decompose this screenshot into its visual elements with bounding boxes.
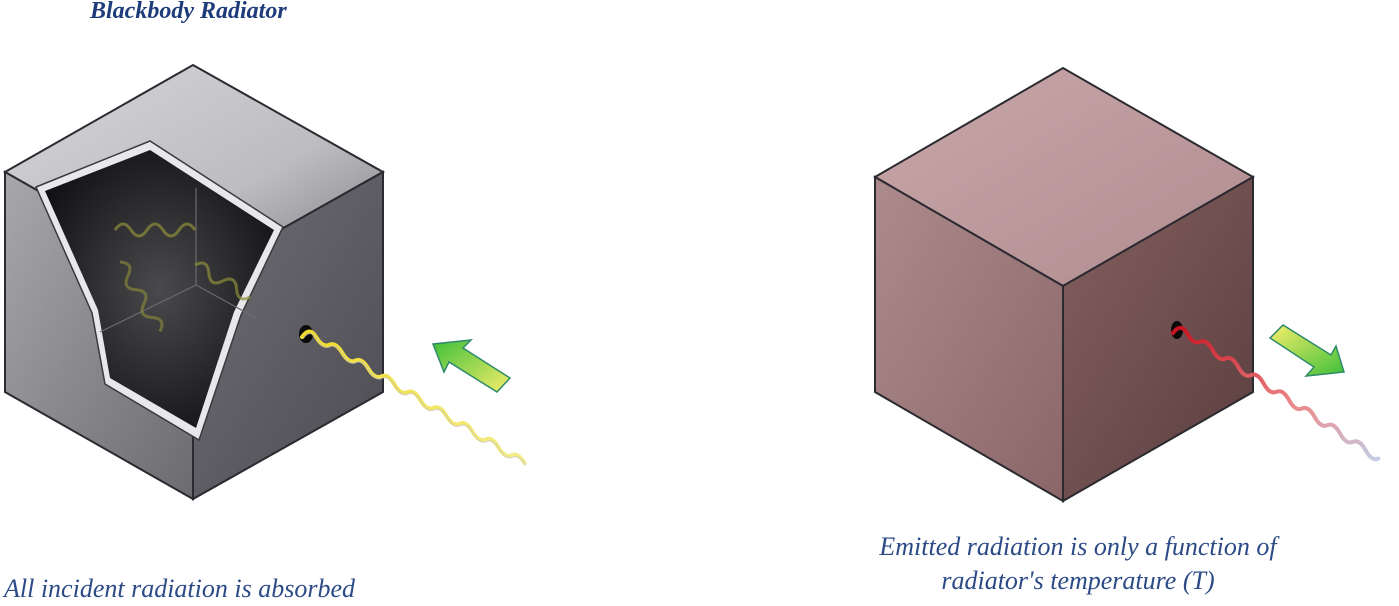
cutaway-cube (2, 63, 386, 501)
emitted-caption-line2: radiator's temperature (T) (941, 566, 1215, 595)
green-arrow-icon (431, 339, 512, 393)
emitted-caption-line1: Emitted radiation is only a function of (879, 532, 1277, 561)
green-arrow-icon (1268, 324, 1345, 377)
diagram-title: Blackbody Radiator (90, 0, 287, 24)
emitted-wave (1171, 325, 1381, 462)
absorbed-caption: All incident radiation is absorbed (4, 574, 355, 603)
cavity-interior (45, 150, 274, 428)
emitted-caption: Emitted radiation is only a function of … (862, 530, 1294, 598)
hot-cube (873, 66, 1256, 503)
